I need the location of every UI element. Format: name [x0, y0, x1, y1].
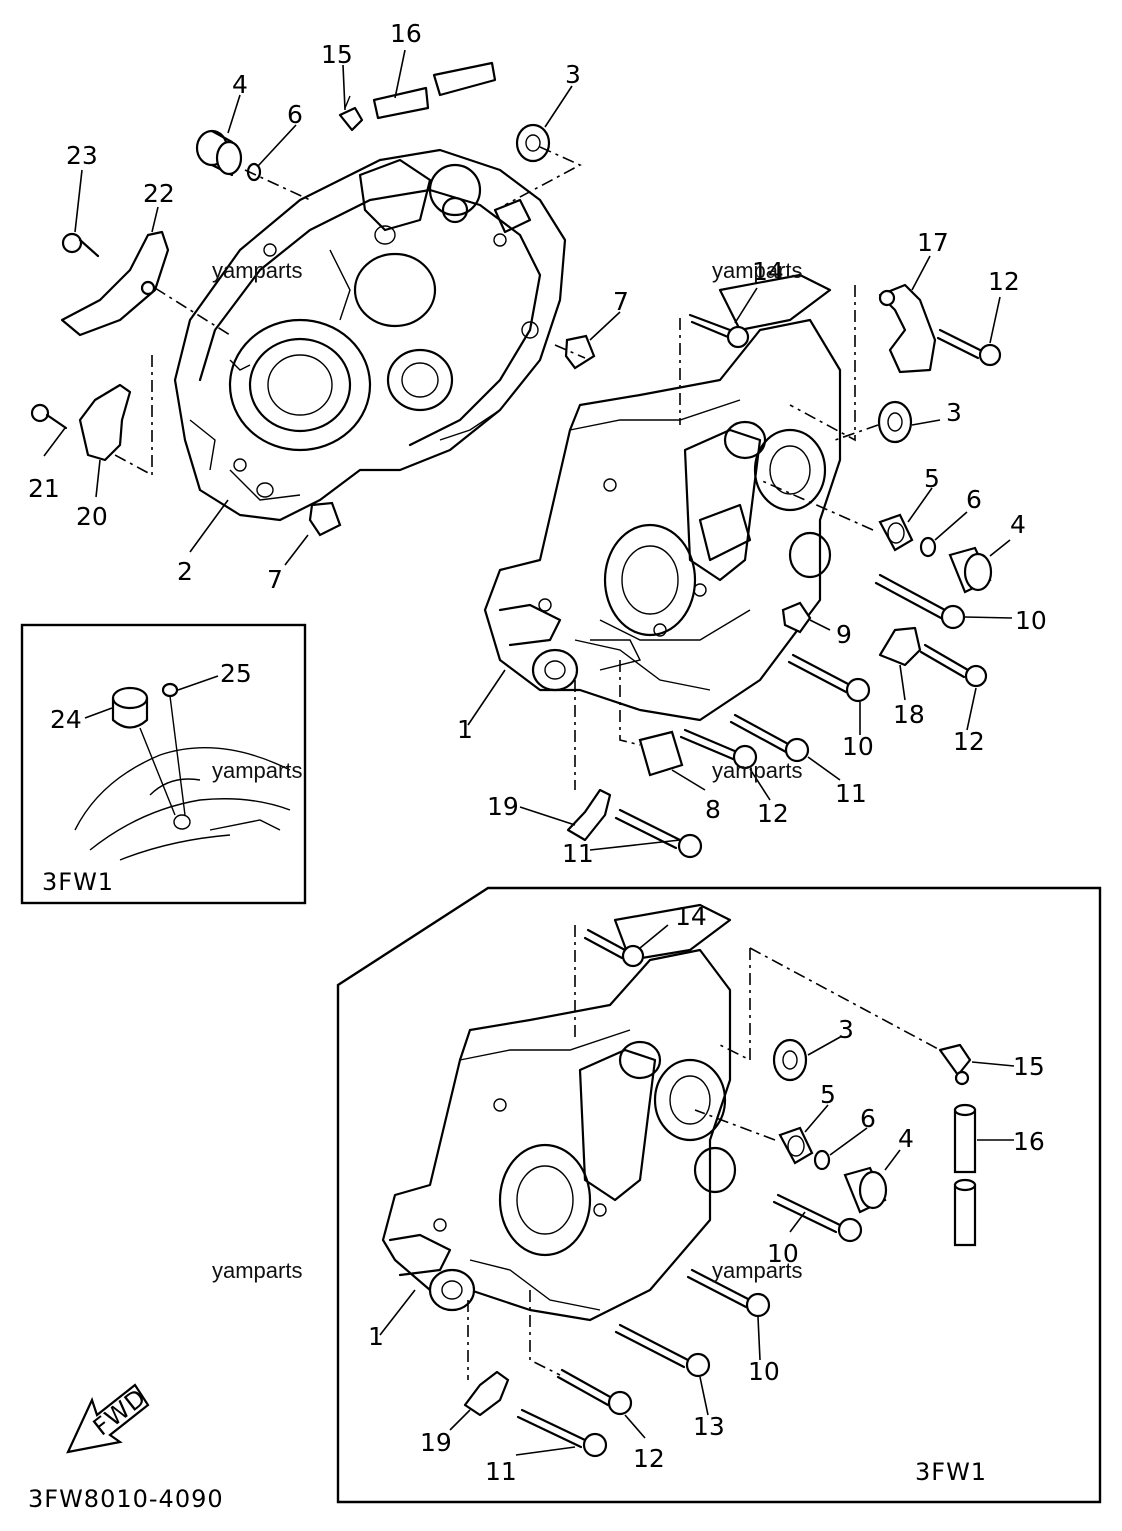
callout-12-top: 12 [988, 267, 1020, 296]
callout-15-lower: 15 [1013, 1052, 1045, 1081]
leader-lines [43, 49, 1015, 1456]
callout-24: 24 [50, 705, 82, 734]
callout-3: 3 [565, 60, 581, 89]
callout-14: 14 [752, 257, 784, 286]
callout-5-lower: 5 [820, 1080, 836, 1109]
callout-12-lower: 12 [633, 1444, 665, 1473]
callout-12-right: 12 [953, 727, 985, 756]
callout-3-lower: 3 [838, 1015, 854, 1044]
watermark: yamparts [212, 1258, 302, 1283]
dashed-assembly-lines [114, 146, 941, 1380]
right-crankcase-upper-drawing [483, 273, 842, 722]
left-crankcase-drawing [173, 148, 567, 522]
callout-numbers: 4 6 15 16 3 23 22 7 21 20 2 7 14 17 12 3… [28, 19, 1047, 1486]
callout-8: 8 [705, 795, 721, 824]
callout-21: 21 [28, 474, 60, 503]
callout-11-mid: 11 [835, 779, 867, 808]
callout-10-mid: 10 [842, 732, 874, 761]
callout-6-right: 6 [966, 485, 982, 514]
callout-1-lower: 1 [368, 1322, 384, 1351]
watermark: yamparts [712, 258, 802, 283]
callout-16-lower: 16 [1013, 1127, 1045, 1156]
callout-18: 18 [893, 700, 925, 729]
callout-7: 7 [613, 287, 629, 316]
callout-14-lower: 14 [675, 902, 707, 931]
callout-4-lower: 4 [898, 1124, 914, 1153]
upper-right-small-parts [566, 283, 1002, 859]
callout-12-mid: 12 [757, 799, 789, 828]
callout-16: 16 [390, 19, 422, 48]
callout-9: 9 [836, 620, 852, 649]
callout-7-lower: 7 [267, 565, 283, 594]
callout-19-lower: 19 [420, 1428, 452, 1457]
callout-6: 6 [287, 100, 303, 129]
callout-17: 17 [917, 228, 949, 257]
inset-label: 3FW1 [42, 868, 114, 896]
diagram-code: 3FW8010-4090 [28, 1485, 224, 1513]
left-case-small-parts [30, 61, 596, 537]
callout-10-lower-b: 10 [748, 1357, 780, 1386]
callout-22: 22 [143, 179, 175, 208]
lower-box-label: 3FW1 [915, 1458, 987, 1486]
callout-1: 1 [457, 715, 473, 744]
fwd-arrow-icon: FWD [66, 1383, 152, 1454]
callout-20: 20 [76, 502, 108, 531]
callout-11-low: 11 [562, 839, 594, 868]
callout-13: 13 [693, 1412, 725, 1441]
watermark: yamparts [712, 1258, 802, 1283]
callout-4: 4 [232, 70, 248, 99]
watermark: yamparts [212, 258, 302, 283]
watermark: yamparts [712, 758, 802, 783]
watermark: yamparts [212, 758, 302, 783]
callout-19: 19 [487, 792, 519, 821]
callout-25: 25 [220, 659, 252, 688]
callout-23: 23 [66, 141, 98, 170]
callout-10-lower-a: 10 [767, 1239, 799, 1268]
inset-box [20, 623, 307, 905]
callout-10-right: 10 [1015, 606, 1047, 635]
fwd-label: FWD [88, 1383, 152, 1441]
callout-3-right: 3 [946, 398, 962, 427]
callout-2: 2 [177, 557, 193, 586]
callout-4-right: 4 [1010, 510, 1026, 539]
watermarks: yamparts yamparts yamparts yamparts yamp… [212, 258, 802, 1283]
callout-11-lower: 11 [485, 1457, 517, 1486]
callout-15: 15 [321, 40, 353, 69]
lower-box [336, 886, 1102, 1504]
callout-6-lower: 6 [860, 1104, 876, 1133]
callout-5: 5 [924, 464, 940, 493]
